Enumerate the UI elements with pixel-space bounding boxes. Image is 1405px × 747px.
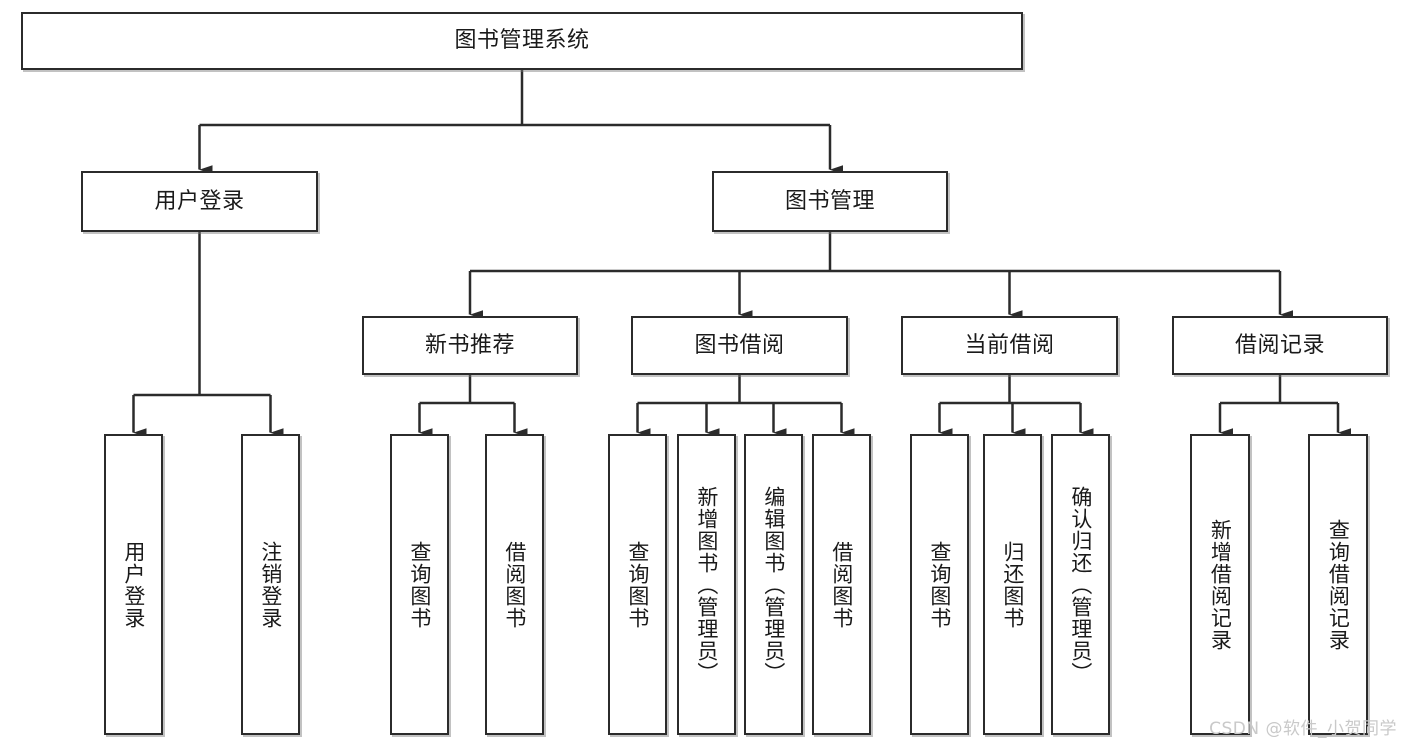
node-current-borrow[interactable]: 当前借阅 <box>901 316 1118 375</box>
node-leaf-query-book-2[interactable]: 查询图书 <box>608 434 667 735</box>
node-new-book-recommend-label: 新书推荐 <box>424 332 515 358</box>
node-leaf-query-book-1-label: 查询图书 <box>407 540 432 629</box>
node-leaf-borrow-book-1-label: 借阅图书 <box>502 540 527 629</box>
node-book-manage[interactable]: 图书管理 <box>712 171 948 232</box>
node-book-borrow[interactable]: 图书借阅 <box>631 316 848 375</box>
node-leaf-query-record[interactable]: 查询借阅记录 <box>1308 434 1368 735</box>
node-leaf-user-login-label: 用户登录 <box>121 540 146 629</box>
node-book-borrow-label: 图书借阅 <box>694 332 785 358</box>
node-borrow-record[interactable]: 借阅记录 <box>1172 316 1388 375</box>
node-leaf-add-book-label: 新增图书（管理员） <box>694 485 719 684</box>
node-leaf-query-book-1[interactable]: 查询图书 <box>390 434 449 735</box>
node-leaf-borrow-book-2-label: 借阅图书 <box>829 540 854 629</box>
node-leaf-query-book-3[interactable]: 查询图书 <box>910 434 969 735</box>
node-leaf-query-book-3-label: 查询图书 <box>927 540 952 629</box>
node-leaf-logout-label: 注销登录 <box>258 540 283 629</box>
node-root[interactable]: 图书管理系统 <box>21 12 1023 70</box>
node-leaf-query-record-label: 查询借阅记录 <box>1326 518 1351 651</box>
node-leaf-confirm-return-label: 确认归还（管理员） <box>1068 485 1093 684</box>
node-leaf-edit-book-label: 编辑图书（管理员） <box>761 485 786 684</box>
node-leaf-add-record-label: 新增借阅记录 <box>1208 518 1233 651</box>
node-leaf-borrow-book-2[interactable]: 借阅图书 <box>812 434 871 735</box>
node-leaf-query-book-2-label: 查询图书 <box>625 540 650 629</box>
node-book-manage-label: 图书管理 <box>784 188 875 214</box>
node-user-login[interactable]: 用户登录 <box>81 171 318 232</box>
node-leaf-return-book[interactable]: 归还图书 <box>983 434 1042 735</box>
node-leaf-confirm-return[interactable]: 确认归还（管理员） <box>1051 434 1110 735</box>
node-leaf-add-record[interactable]: 新增借阅记录 <box>1190 434 1250 735</box>
node-current-borrow-label: 当前借阅 <box>964 332 1055 358</box>
node-leaf-logout[interactable]: 注销登录 <box>241 434 300 735</box>
node-leaf-edit-book[interactable]: 编辑图书（管理员） <box>744 434 803 735</box>
node-leaf-borrow-book-1[interactable]: 借阅图书 <box>485 434 544 735</box>
node-leaf-add-book[interactable]: 新增图书（管理员） <box>677 434 736 735</box>
node-borrow-record-label: 借阅记录 <box>1234 332 1325 358</box>
node-root-label: 图书管理系统 <box>454 28 590 54</box>
node-user-login-label: 用户登录 <box>154 188 245 214</box>
node-leaf-return-book-label: 归还图书 <box>1000 540 1025 629</box>
node-leaf-user-login[interactable]: 用户登录 <box>104 434 163 735</box>
node-new-book-recommend[interactable]: 新书推荐 <box>362 316 578 375</box>
